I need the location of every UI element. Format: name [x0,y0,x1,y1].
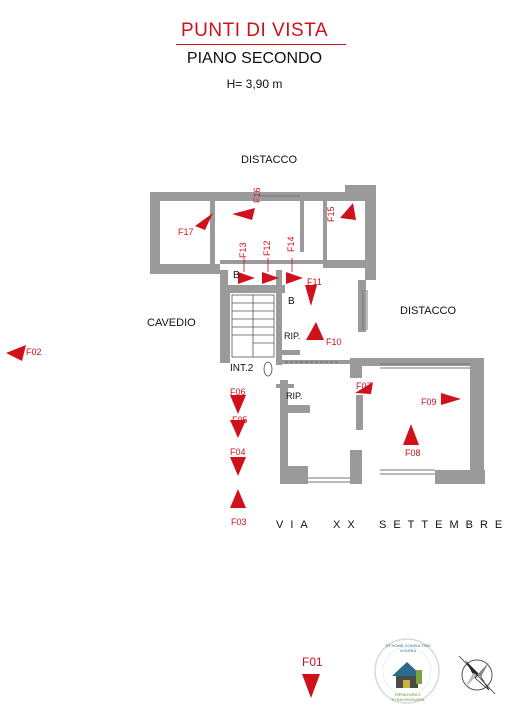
viewpoint-label-f03: F03 [231,517,247,527]
wall-top-right [345,185,376,194]
stair-wall-top-left [220,270,228,290]
label-distacco-right: DISTACCO [400,305,457,317]
stair-wall-right [276,270,282,365]
wall-lower-left [280,380,288,484]
arrow-f16 [232,208,255,220]
title-underline [176,44,346,45]
viewpoint-label-f08: F08 [405,448,421,458]
label-int2: INT.2 [230,363,254,374]
wall-rip1-bottom [282,350,300,355]
viewpoint-label-f16: F16 [252,187,262,203]
arrow-f11 [305,285,317,306]
partition-2 [300,200,304,252]
viewpoint-label-f11: F11 [307,277,322,287]
arrow-f17 [195,213,213,230]
wall-right-mid [358,280,366,332]
page-title: PUNTI DI VISTA [180,20,329,41]
arrow-f06 [230,395,246,414]
wall-right-wing-right [470,358,484,483]
north-arrow-icon [458,655,496,695]
viewpoint-label-f06: F06 [230,387,246,397]
arrow-f03 [230,489,246,508]
wall-bottom-center [350,450,362,484]
wall-right-upper [365,185,376,280]
viewpoint-label-f01: F01 [302,655,323,669]
arrow-f07 [355,382,373,394]
viewpoint-label-f12: F12 [262,240,272,256]
label-b-1: B [233,270,240,281]
viewpoint-label-f02: F02 [26,347,42,357]
arrow-f09 [441,393,461,405]
wall-int2-bottom [276,384,294,388]
leader-lines [243,258,293,272]
viewpoint-label-f10: F10 [326,337,342,347]
viewpoint-label-f13: F13 [238,242,248,258]
viewpoint-label-f14: F14 [286,236,296,252]
arrow-f14 [286,272,303,284]
arrow-f05 [230,420,246,438]
windows [260,195,470,483]
wall-rip-bottom [280,405,310,413]
label-cavedio: CAVEDIO [147,317,196,329]
label-rip-2: RIP. [286,391,303,401]
title-block: PUNTI DI VISTA PIANO SECONDO H= 3,90 m [0,0,509,100]
stair-wall-left [220,285,230,363]
partition-3 [323,200,327,268]
stairs [231,294,340,363]
street-via: VIA [276,519,315,531]
floor-title: PIANO SECONDO [186,50,323,67]
door-symbol [263,361,273,377]
label-distacco-top: DISTACCO [241,154,298,166]
viewpoint-label-f17: F17 [178,227,194,237]
company-logo [374,638,440,704]
viewpoint-arrows [6,203,461,698]
wall-right-wing-left [356,395,363,430]
viewpoint-label-f15: F15 [326,206,336,222]
wall-bottom-right [435,470,485,484]
partition-h2 [326,260,376,268]
viewpoint-label-f04: F04 [230,447,246,457]
arrow-f13 [238,272,255,284]
viewpoint-label-f05: F05 [232,415,248,425]
arrow-f08 [403,424,419,445]
wall-lower-left-corner [280,466,308,484]
stair-wall-top [220,285,285,293]
arrow-f15 [340,203,356,220]
wall-left [150,192,160,274]
street-xx: XX [333,519,362,531]
logo-text-top: ST HOME CONSULTING LIGURIA [385,643,431,653]
wall-left-bottom [150,264,220,274]
street-settembre: SETTEMBRE [379,519,509,531]
arrow-f01 [302,674,320,698]
label-rip-1: RIP. [284,331,301,341]
arrow-f02 [6,345,26,361]
height-label: H= 3,90 m [226,77,283,91]
viewpoint-label-f07: F07 [356,381,372,391]
partition-h1 [220,260,325,264]
viewpoint-label-f09: F09 [421,397,437,407]
wall-right-wing-top [350,358,480,366]
arrow-f04 [230,457,246,476]
label-b-2: B [288,296,295,307]
logo-text-bottom: RIFINITURA E STRAORDINARIA [391,692,425,702]
arrow-f10 [306,322,324,340]
arrow-f12 [262,272,279,284]
partition-1 [210,200,215,270]
